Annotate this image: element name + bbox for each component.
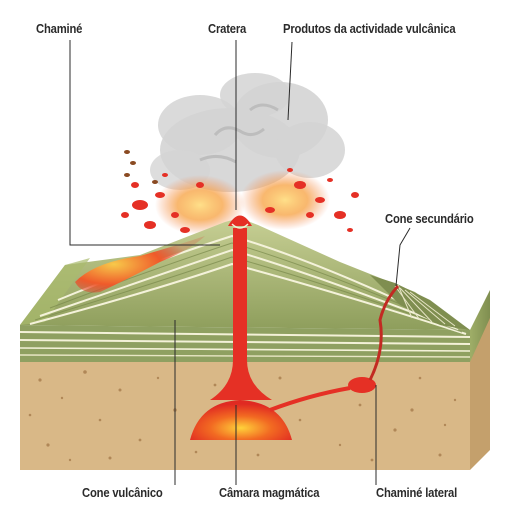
- ash-cloud: [150, 73, 345, 192]
- label-crater: Cratera: [208, 22, 246, 36]
- label-lateral-chimney: Chaminé lateral: [376, 486, 457, 500]
- label-secondary-cone: Cone secundário: [385, 212, 474, 226]
- label-magma-chamber: Câmara magmática: [219, 486, 319, 500]
- label-volcanic-cone: Cone vulcânico: [82, 486, 163, 500]
- label-volcanic-products: Produtos da actividade vulcânica: [283, 22, 455, 36]
- label-chimney: Chaminé: [36, 22, 82, 36]
